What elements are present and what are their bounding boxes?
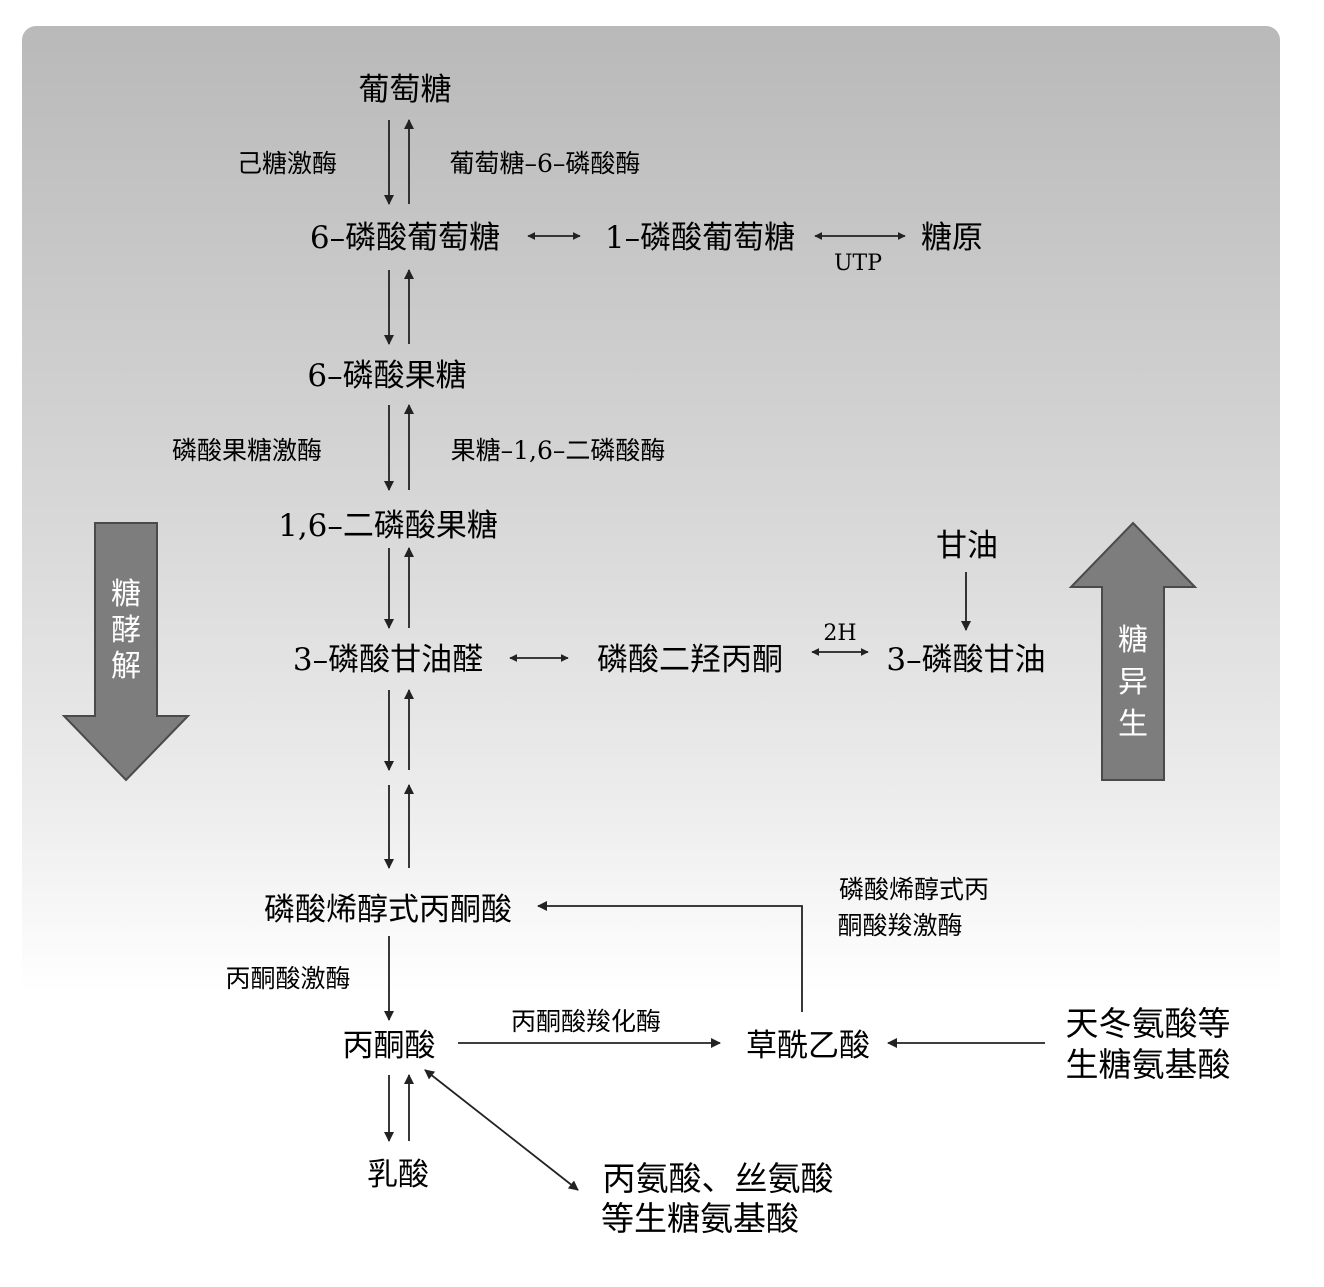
node-asp-line2: 生糖氨基酸 xyxy=(1066,1045,1231,1084)
node-glycerol3p: 3–磷酸甘油 xyxy=(886,642,1045,678)
gluconeogenesis-char-3: 生 xyxy=(1118,707,1148,742)
gluconeogenesis-char-2: 异 xyxy=(1118,665,1148,700)
enzyme-pepck-line1: 磷酸烯醇式丙 xyxy=(839,875,989,904)
enzyme-pk: 丙酮酸激酶 xyxy=(225,964,350,993)
side-arrows xyxy=(424,232,1045,1191)
node-lactate: 乳酸 xyxy=(367,1157,429,1193)
enzyme-pfk: 磷酸果糖激酶 xyxy=(172,436,322,465)
node-pep: 磷酸烯醇式丙酮酸 xyxy=(264,892,512,928)
node-ala-line2: 等生糖氨基酸 xyxy=(601,1199,799,1238)
enzymes: 己糖激酶 葡萄糖–6–磷酸酶 磷酸果糖激酶 果糖–1,6–二磷酸酶 丙酮酸激酶 … xyxy=(172,149,989,1036)
node-g3p-ald: 3–磷酸甘油醛 xyxy=(293,642,483,678)
diagram-background xyxy=(22,26,1280,1266)
node-pyruvate: 丙酮酸 xyxy=(343,1028,436,1064)
glycolysis-arrow: 糖 酵 解 xyxy=(61,522,191,782)
gluconeogenesis-char-1: 糖 xyxy=(1118,623,1148,658)
cofactor-2h: 2H xyxy=(823,621,856,646)
metabolites: 葡萄糖 6–磷酸葡萄糖 1–磷酸葡萄糖 糖原 6–磷酸果糖 1,6–二磷酸果糖 … xyxy=(264,72,1231,1238)
node-g1p: 1–磷酸葡萄糖 xyxy=(605,220,795,256)
node-f16bp: 1,6–二磷酸果糖 xyxy=(278,508,498,544)
enzyme-g6pase: 葡萄糖–6–磷酸酶 xyxy=(450,149,641,178)
node-ala-line1: 丙氨酸、丝氨酸 xyxy=(603,1159,834,1198)
arrow-pyruvate-alanine xyxy=(424,1069,579,1191)
node-g6p: 6–磷酸葡萄糖 xyxy=(310,220,500,256)
enzyme-pepck-line2: 酮酸羧激酶 xyxy=(837,911,962,940)
node-f6p: 6–磷酸果糖 xyxy=(307,358,466,394)
glycolysis-char-2: 酵 xyxy=(111,613,141,648)
node-glucose: 葡萄糖 xyxy=(359,72,452,108)
glycolysis-char-3: 解 xyxy=(111,649,141,684)
node-dhap: 磷酸二羟丙酮 xyxy=(597,642,783,678)
enzyme-fbpase: 果糖–1,6–二磷酸酶 xyxy=(451,436,666,465)
cofactor-utp: UTP xyxy=(834,251,882,276)
node-oxaloacetate: 草酰乙酸 xyxy=(746,1028,870,1064)
node-glycerol: 甘油 xyxy=(936,528,998,564)
node-glycogen: 糖原 xyxy=(921,220,983,256)
arrow-oxaloacetate-to-pep xyxy=(537,901,803,1012)
node-asp-line1: 天冬氨酸等 xyxy=(1066,1004,1231,1043)
enzyme-hexokinase: 己糖激酶 xyxy=(237,149,337,178)
gluconeogenesis-arrow: 糖 异 生 xyxy=(1068,521,1198,781)
main-axis-arrows xyxy=(384,119,414,1142)
glycolysis-char-1: 糖 xyxy=(111,577,141,612)
enzyme-pc: 丙酮酸羧化酶 xyxy=(511,1007,661,1036)
